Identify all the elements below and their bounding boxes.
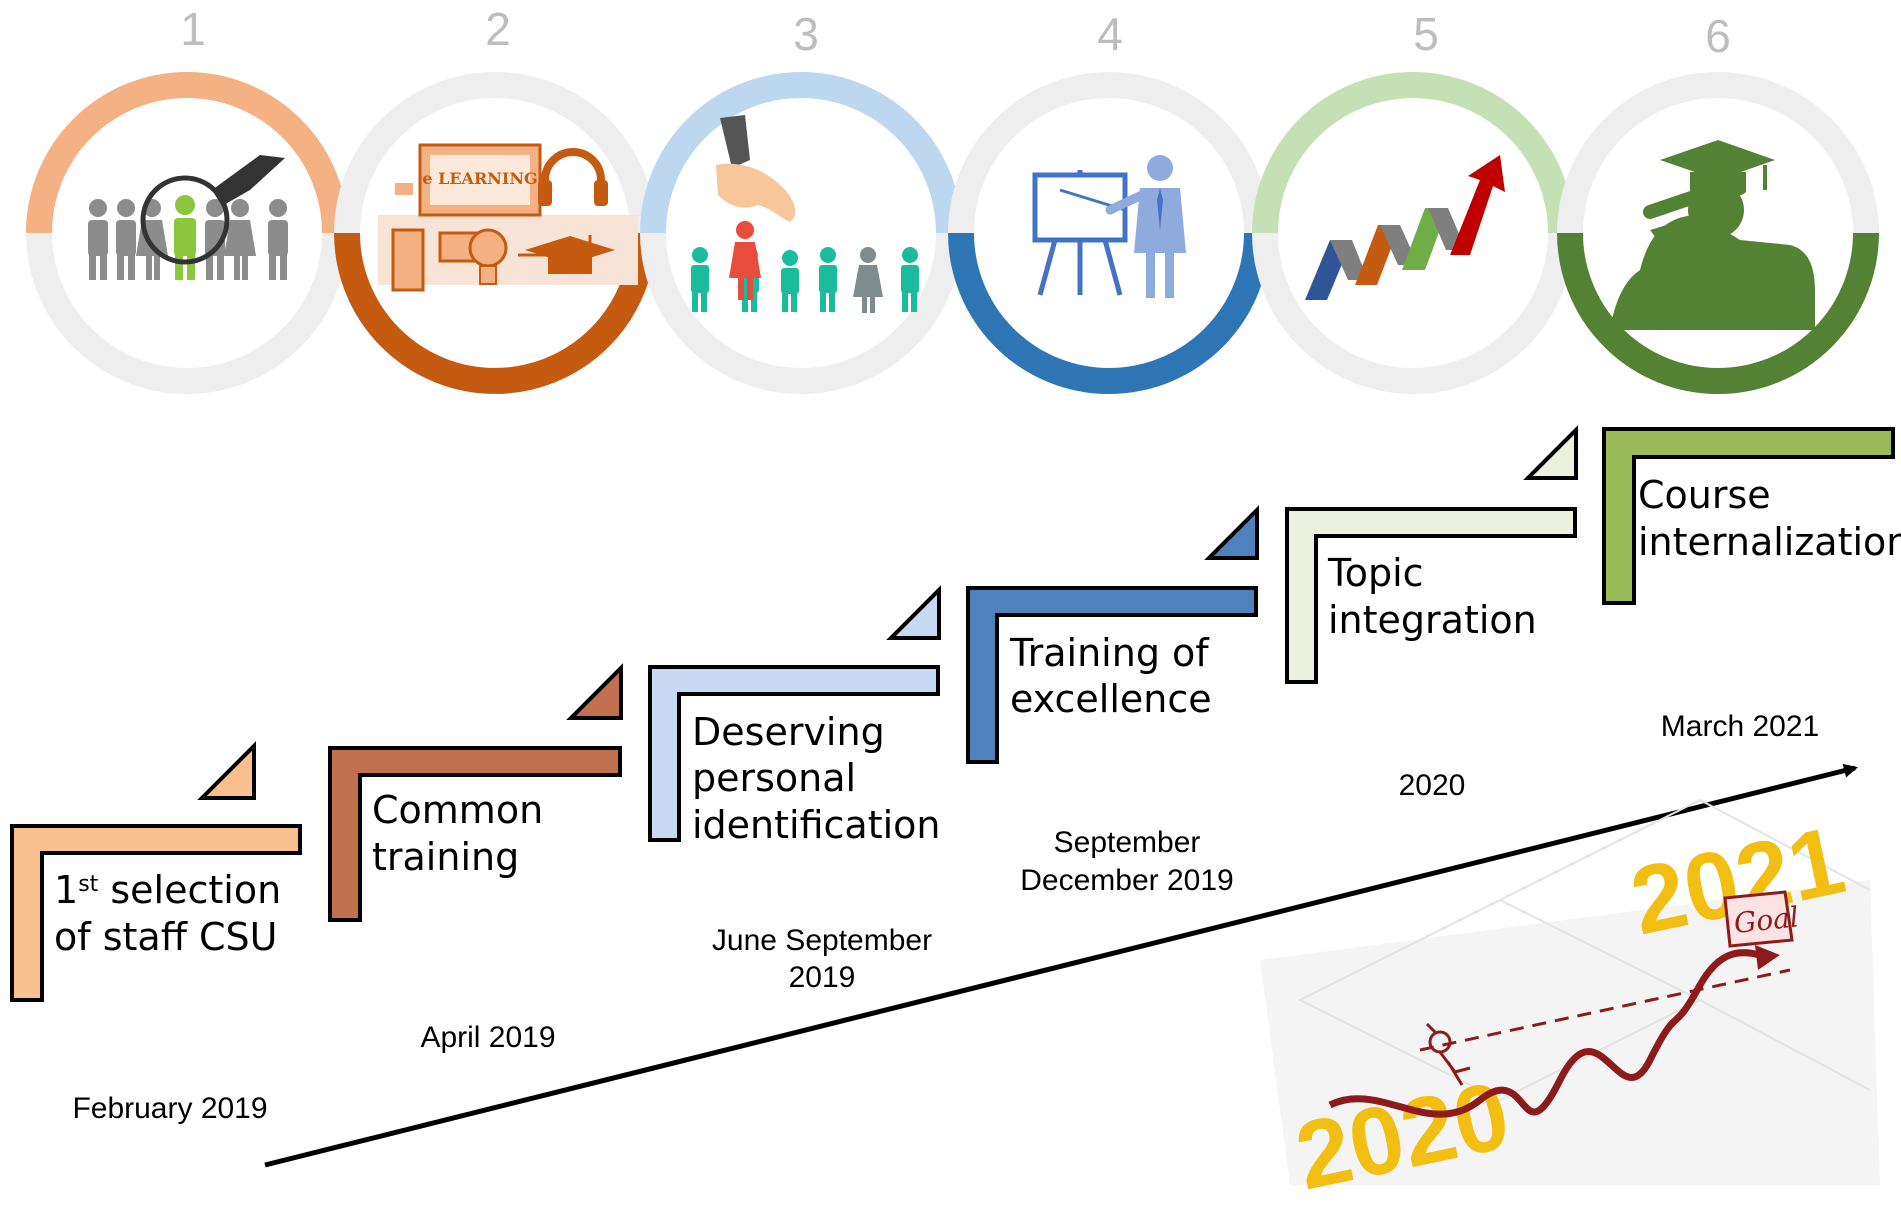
elearning-icon: e LEARNING — [378, 143, 638, 292]
step-1-date: February 2019 — [72, 1092, 267, 1125]
step-box-6: Course internalization March 2021 — [1602, 427, 1901, 743]
step-6-bracket — [1602, 427, 1895, 605]
step-number-3: 3 — [793, 8, 819, 60]
step-5-date: 2020 — [1399, 769, 1466, 802]
step-4-triangle — [1204, 505, 1259, 560]
step-3-date-line1: June September — [712, 924, 932, 957]
step-5-triangle — [1523, 425, 1578, 480]
growth-arrow-icon — [1305, 155, 1505, 300]
step-2-title-line2: training — [372, 835, 519, 879]
graduate-salute-icon — [1610, 140, 1815, 330]
ring-1-arc — [26, 72, 348, 234]
step-4-title-line2: excellence — [1010, 677, 1212, 721]
step-6-title-line2: internalization — [1638, 520, 1901, 564]
path-to-goal-icon: 2020 2021 Goal — [1260, 798, 1880, 1205]
step-6-date: March 2021 — [1661, 710, 1819, 743]
step-2-triangle — [566, 663, 623, 720]
step-5-title-line1: Topic — [1327, 551, 1424, 595]
step-1-triangle — [197, 741, 256, 800]
step-box-5: Topic integration 2020 — [1285, 425, 1578, 802]
magnifier-people-icon — [88, 155, 288, 280]
step-number-4: 4 — [1097, 8, 1123, 60]
step-4-date-line1: September — [1054, 826, 1201, 859]
step-4-title-line1: Training of — [1009, 631, 1210, 675]
hand-picking-person-icon — [691, 115, 919, 313]
step-3-triangle — [886, 585, 941, 640]
step-numbers: 1 2 3 4 5 6 — [180, 3, 1731, 62]
step-5-bracket — [1285, 507, 1577, 684]
step-3-title-line3: identification — [692, 803, 941, 847]
step-5-title-line2: integration — [1328, 598, 1537, 642]
step-1-bracket — [10, 824, 302, 1002]
step-number-5: 5 — [1413, 8, 1439, 60]
step-6-title-line1: Course — [1638, 473, 1771, 517]
presenter-board-icon — [1032, 155, 1186, 298]
step-box-2: Common training April 2019 — [328, 663, 623, 1054]
step-2-date: April 2019 — [420, 1021, 555, 1054]
step-number-2: 2 — [485, 3, 511, 55]
ring-2-arc — [334, 232, 656, 394]
step-box-3: Deserving personal identification June S… — [648, 585, 941, 994]
step-3-date-line2: 2019 — [789, 961, 856, 994]
step-number-6: 6 — [1705, 10, 1731, 62]
ring-6-arc — [1557, 232, 1879, 394]
step-2-bracket — [328, 746, 622, 922]
step-3-title-line2: personal — [692, 756, 856, 800]
ring-4-arc — [948, 232, 1270, 394]
step-1-title-line1: 1st selection — [54, 868, 281, 912]
step-4-bracket — [966, 586, 1258, 764]
step-box-1: 1st selection of staff CSU February 2019 — [10, 741, 302, 1125]
step-box-4: Training of excellence September Decembe… — [966, 505, 1259, 897]
step-1-title-line2: of staff CSU — [54, 915, 277, 959]
step-4-date-line2: December 2019 — [1020, 864, 1233, 897]
ring-3-arc — [640, 72, 962, 234]
step-number-1: 1 — [180, 3, 206, 55]
step-3-bracket — [648, 665, 940, 842]
step-3-title-line1: Deserving — [692, 710, 885, 754]
ring-5-arc — [1252, 72, 1574, 234]
goal-label: Goal — [1732, 900, 1800, 940]
timeline-arrow-icon — [264, 763, 1858, 1168]
step-2-title-line1: Common — [372, 788, 543, 832]
ring-chain — [26, 72, 1879, 394]
svg-text:e LEARNING: e LEARNING — [422, 169, 537, 188]
